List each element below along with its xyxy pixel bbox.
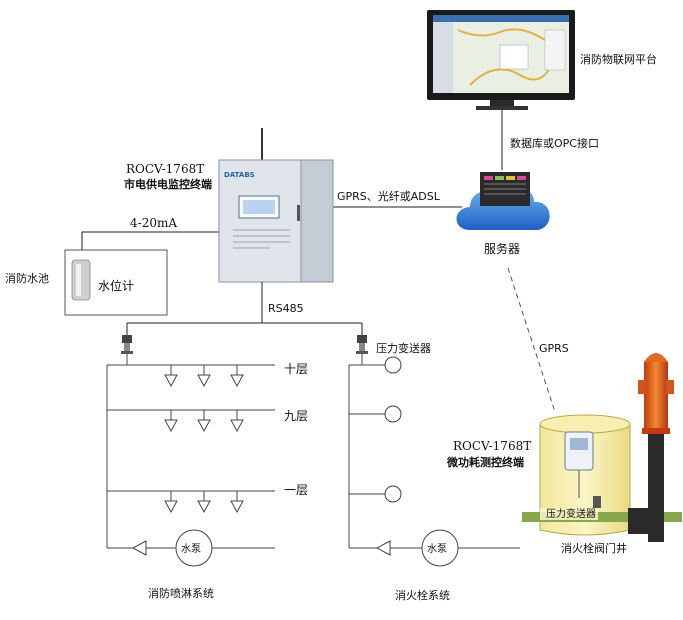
signal-4-20-label: 4-20mA (130, 216, 177, 230)
flow-arrow-left (131, 540, 147, 556)
link-gprs-dashed (507, 267, 556, 413)
terminal-brand: DATABS (224, 171, 255, 179)
pump-right-icon (421, 529, 459, 567)
well-pressure-sensor-icon (593, 496, 601, 508)
terminal-low-name: 微功耗测控终端 (446, 455, 524, 469)
terminal-main-model: ROCV-1768T (126, 162, 204, 176)
terminal-main-name: 市电供电监控终端 (124, 177, 212, 191)
flow-arrow-right (375, 540, 391, 556)
pressure-sensor-top-label: 压力变送器 (376, 341, 431, 355)
fire-hydrant-icon (628, 353, 674, 542)
pressure-sensor-right-icon (356, 335, 368, 354)
rs485-label: RS485 (268, 302, 304, 315)
pressure-sensor-well-label: 压力变送器 (546, 507, 596, 520)
link-gprs-fiber-label: GPRS、光纤或ADSL (337, 189, 441, 203)
floor-10-label: 十层 (284, 362, 308, 376)
link-level-meter (81, 231, 219, 250)
level-meter-label: 水位计 (98, 278, 134, 293)
level-meter-icon (71, 259, 91, 301)
main-terminal-cabinet (218, 128, 334, 283)
valve-well-tank (539, 414, 631, 536)
low-terminal-device-icon (564, 431, 594, 498)
hydrant-outlet-9 (384, 405, 402, 423)
server-label: 服务器 (484, 241, 520, 256)
db-interface-label: 数据库或OPC接口 (510, 136, 599, 150)
server-cloud-icon (456, 172, 550, 230)
floor-9-label: 九层 (284, 409, 308, 423)
pressure-sensor-left-icon (121, 335, 133, 354)
sprinkler-piping (106, 354, 275, 549)
pipe-green (522, 512, 682, 522)
water-pool-label: 消防水池 (5, 271, 49, 285)
pump-left-icon (175, 529, 213, 567)
valve-well-label: 消火栓阀门井 (561, 541, 627, 555)
pump-left-label: 水泵 (181, 543, 201, 555)
link-gprs-label: GPRS (539, 342, 569, 355)
hydrant-system-label: 消火栓系统 (395, 588, 450, 602)
hydrant-outlet-10 (384, 356, 402, 374)
monitor-icon (427, 10, 575, 110)
pump-right-label: 水泵 (427, 543, 447, 555)
floor-1-label: 一层 (284, 483, 308, 497)
terminal-low-model: ROCV-1768T (453, 439, 531, 453)
hydrant-outlet-1 (384, 485, 402, 503)
sprinkler-system-label: 消防喷淋系统 (148, 586, 214, 600)
sprinkler-heads (164, 365, 244, 514)
platform-label: 消防物联网平台 (580, 52, 657, 66)
